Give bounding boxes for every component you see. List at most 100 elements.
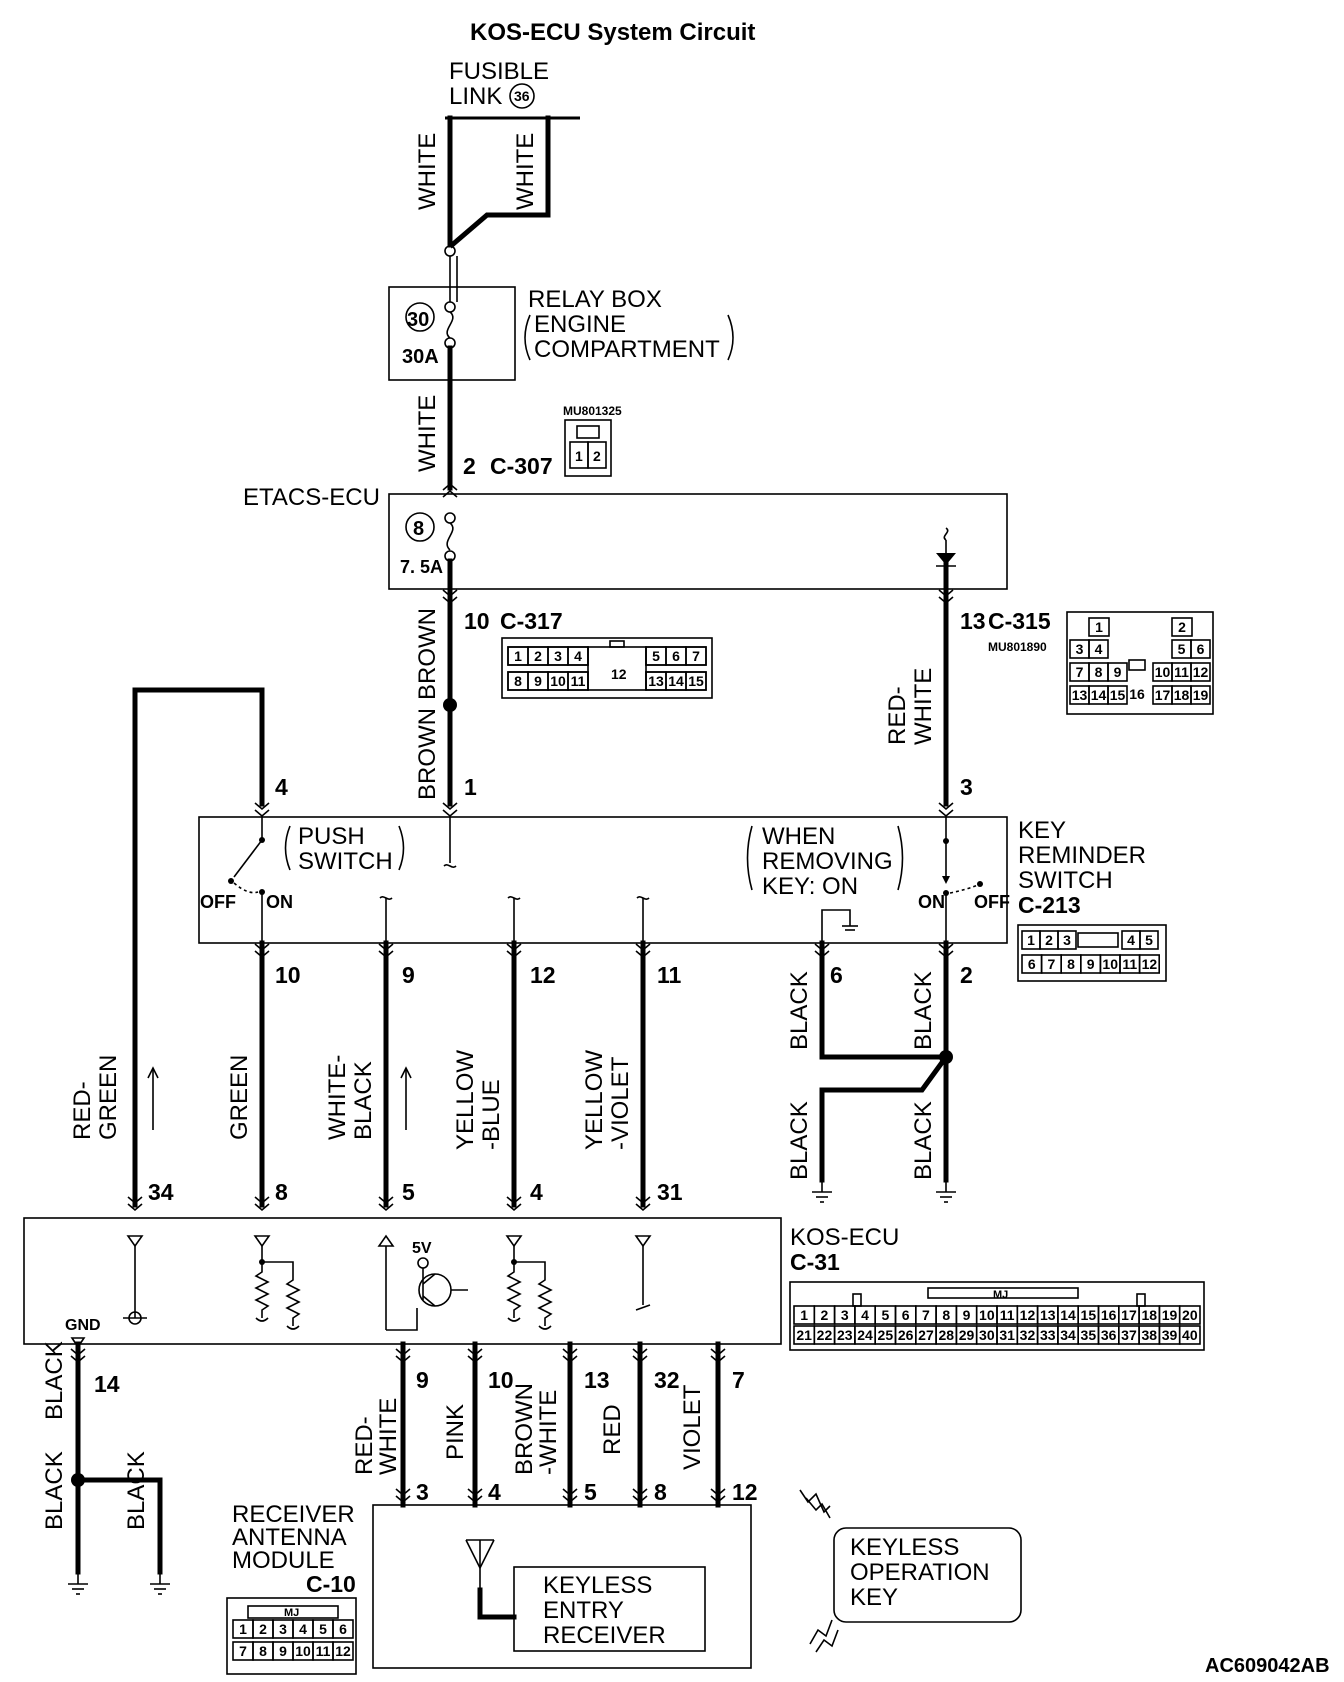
c315-name: C-315 bbox=[988, 608, 1051, 634]
c317-cell: 15 bbox=[688, 673, 704, 689]
etacs-fuse-rating: 7. 5A bbox=[400, 557, 443, 577]
c31-cell: 38 bbox=[1141, 1327, 1157, 1343]
c315-cell: 13 bbox=[1072, 687, 1088, 703]
c317-cell: 1 bbox=[514, 648, 522, 664]
c31-cell: 35 bbox=[1081, 1327, 1097, 1343]
wire-label-red-green-a: RED- bbox=[69, 1081, 96, 1140]
c31-cell: 6 bbox=[902, 1307, 910, 1323]
c307-part: MU801325 bbox=[563, 404, 622, 418]
wire-label-red-white-a: RED- bbox=[884, 686, 911, 745]
wire-label-white-black-b: BLACK bbox=[350, 1061, 377, 1140]
keyless-key-label-3: KEY bbox=[850, 1584, 898, 1611]
c315-cell-box bbox=[1088, 639, 1109, 659]
c10-cell: 9 bbox=[279, 1643, 287, 1659]
c317-cell: 11 bbox=[571, 673, 586, 689]
c213-cell: 9 bbox=[1087, 956, 1095, 972]
c213-cell: 11 bbox=[1122, 956, 1137, 972]
keyless-key-label: KEYLESS bbox=[850, 1534, 959, 1561]
c213-cell: 8 bbox=[1067, 956, 1075, 972]
wire-label-black-1: BLACK bbox=[786, 971, 813, 1050]
c213-name: C-213 bbox=[1018, 892, 1081, 918]
c31-cell: 28 bbox=[938, 1327, 954, 1343]
etacs-ecu-box bbox=[388, 493, 1008, 590]
splice-gnd bbox=[71, 1473, 85, 1487]
receiver-antenna-module-box bbox=[372, 1504, 752, 1669]
wire-label-red-green-b: GREEN bbox=[95, 1055, 122, 1140]
key-reminder-label: KEY bbox=[1018, 817, 1066, 844]
c317-cell: 14 bbox=[668, 673, 684, 689]
wire-black-ground-left bbox=[819, 1053, 950, 1183]
etacs-fuse-number: 8 bbox=[413, 518, 424, 540]
c10-cell: 10 bbox=[295, 1643, 311, 1659]
wire-label-white-2: WHITE bbox=[512, 133, 539, 210]
key-reminder-switch-box bbox=[198, 816, 1008, 944]
krs-pin-6: 6 bbox=[830, 962, 843, 988]
ecu-pin-9: 9 bbox=[416, 1367, 429, 1393]
diagram-title: KOS-ECU System Circuit bbox=[470, 19, 755, 46]
c10-cell: 11 bbox=[316, 1643, 331, 1659]
c10-tag: MJ bbox=[284, 1607, 299, 1619]
wire-label-yellow-violet-a: YELLOW bbox=[581, 1050, 608, 1150]
c315-cell: 19 bbox=[1193, 687, 1209, 703]
c31-cell: 7 bbox=[922, 1307, 930, 1323]
c31-cell: 16 bbox=[1101, 1307, 1117, 1323]
c31-cell: 17 bbox=[1121, 1307, 1137, 1323]
c317-cell: 9 bbox=[534, 673, 542, 689]
c317-pin: 10 bbox=[464, 608, 490, 634]
c10-cell-box bbox=[332, 1641, 354, 1661]
rx-pin-5: 5 bbox=[584, 1479, 597, 1505]
wire-label-brown-1: BROWN bbox=[414, 608, 441, 700]
c31-cell: 19 bbox=[1162, 1307, 1178, 1323]
c213-cell: 2 bbox=[1045, 932, 1053, 948]
c315-cell: 9 bbox=[1114, 664, 1122, 680]
push-switch-label: PUSH bbox=[298, 823, 365, 850]
c31-cell: 31 bbox=[999, 1327, 1015, 1343]
c31-cell: 8 bbox=[942, 1307, 950, 1323]
c315-cell-box bbox=[1190, 662, 1211, 682]
c31-cell: 36 bbox=[1101, 1327, 1117, 1343]
c315-cell-box bbox=[1171, 617, 1193, 637]
c307-pin: 2 bbox=[463, 453, 476, 479]
krs-pin-2: 2 bbox=[960, 962, 973, 988]
c31-cell: 37 bbox=[1121, 1327, 1137, 1343]
c317-cell: 3 bbox=[554, 648, 562, 664]
wire-label-white-3: WHITE bbox=[414, 395, 441, 472]
key-reminder-label-3: SWITCH bbox=[1018, 867, 1113, 894]
wire-label-red-white-d: WHITE bbox=[375, 1398, 402, 1475]
receiver-label-3: MODULE bbox=[232, 1547, 335, 1574]
relay-box-label-3: COMPARTMENT bbox=[534, 336, 720, 363]
c31-cell: 2 bbox=[821, 1307, 829, 1323]
keyless-entry-receiver-label-3: RECEIVER bbox=[543, 1622, 666, 1649]
keyless-entry-receiver-box bbox=[513, 1566, 706, 1652]
c315-cell: 2 bbox=[1178, 619, 1186, 635]
kos-ecu-box bbox=[23, 1217, 782, 1345]
c31-cell: 15 bbox=[1081, 1307, 1097, 1323]
fusible-link-label: FUSIBLE bbox=[449, 58, 549, 85]
c31-cell: 3 bbox=[841, 1307, 849, 1323]
wire-red-green bbox=[132, 687, 265, 1208]
c31-cell: 5 bbox=[881, 1307, 889, 1323]
keyless-operation-key-box bbox=[833, 1527, 1022, 1623]
ecu-pin-31: 31 bbox=[657, 1179, 683, 1205]
when-removing-label-3: KEY: ON bbox=[762, 873, 858, 900]
c213-cell: 10 bbox=[1102, 956, 1118, 972]
key-switch-on: ON bbox=[918, 892, 945, 912]
c315-cell: 18 bbox=[1174, 687, 1190, 703]
c317-cell-box bbox=[685, 671, 707, 691]
c31-cell: 32 bbox=[1020, 1327, 1036, 1343]
c31-cell: 22 bbox=[817, 1327, 833, 1343]
c31-cell: 29 bbox=[959, 1327, 975, 1343]
c31-cell: 1 bbox=[800, 1307, 808, 1323]
relay-fuse-rating: 30A bbox=[402, 346, 439, 368]
c317-cell: 8 bbox=[514, 673, 522, 689]
c213-cell: 6 bbox=[1028, 956, 1036, 972]
key-switch-off: OFF bbox=[974, 892, 1010, 912]
c315-cell: 4 bbox=[1095, 641, 1103, 657]
c31-cell: 14 bbox=[1060, 1307, 1076, 1323]
c315-cell: 11 bbox=[1174, 664, 1189, 680]
c315-cell-box bbox=[1107, 662, 1128, 682]
relay-fuse-number-circle bbox=[405, 302, 435, 332]
c10-cell: 7 bbox=[239, 1643, 247, 1659]
